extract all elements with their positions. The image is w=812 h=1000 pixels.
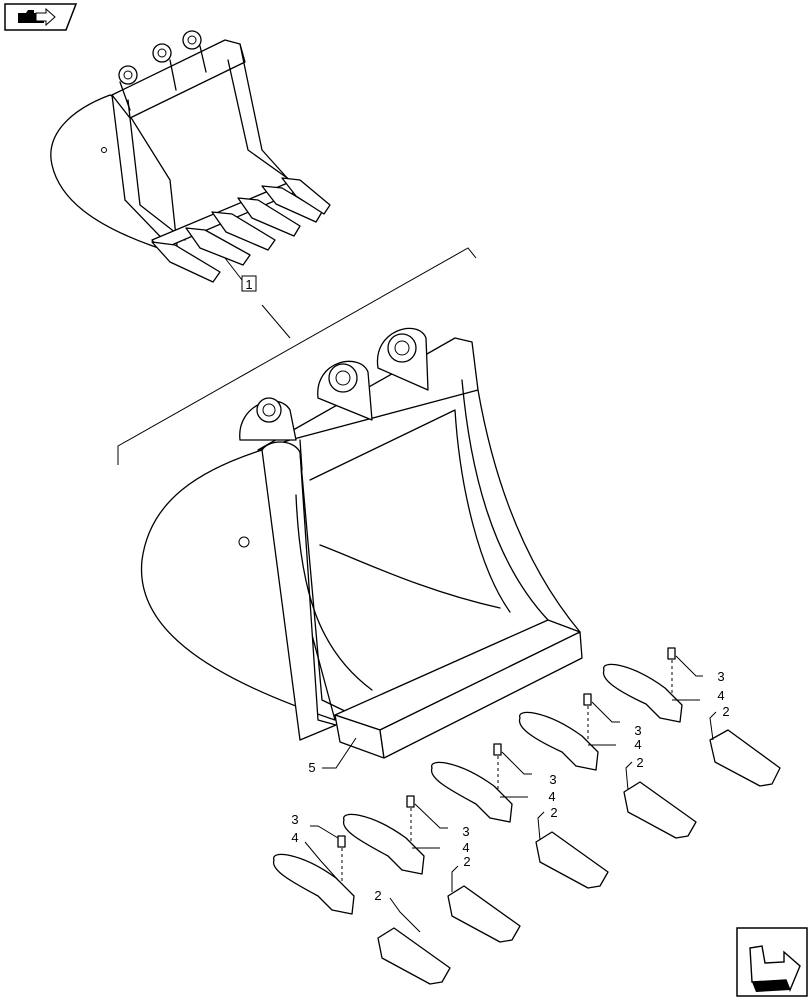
callout-adapter: 4: [291, 830, 298, 845]
large-bucket: 5: [140, 327, 583, 775]
callout-tooth: 2: [722, 704, 729, 719]
callout-pin: 3: [291, 812, 298, 827]
callout-assembly-ref: 1: [245, 277, 252, 292]
callout-pin: 3: [634, 723, 641, 738]
callout-tooth: 2: [463, 854, 470, 869]
callout-tooth: 2: [550, 805, 557, 820]
callout-adapter: 4: [634, 737, 641, 752]
tooth-set-d: 3 4 2: [342, 795, 521, 943]
callout-adapter: 4: [462, 840, 469, 855]
callout-tooth: 2: [374, 888, 381, 903]
callout-adapter: 4: [548, 789, 555, 804]
overview-bucket: 1: [50, 30, 331, 292]
folder-arrow-icon[interactable]: [4, 3, 78, 31]
callout-cutting-edge: 5: [308, 760, 315, 775]
callout-tooth: 2: [636, 755, 643, 770]
callout-pin: 3: [717, 669, 724, 684]
callout-adapter: 4: [717, 688, 724, 703]
tooth-set-a: 3 4 2: [602, 647, 781, 787]
tooth-set-c: 3 4 2: [430, 743, 609, 889]
next-page-arrow-icon[interactable]: [736, 927, 808, 997]
adapter-tooth-sets: 3 4 2 3 4 2 3: [272, 647, 781, 985]
tooth-set-e: 3 4 2: [272, 812, 451, 985]
callout-pin: 3: [462, 824, 469, 839]
tooth-set-b: 3 4 2: [518, 693, 697, 839]
callout-pin: 3: [549, 772, 556, 787]
